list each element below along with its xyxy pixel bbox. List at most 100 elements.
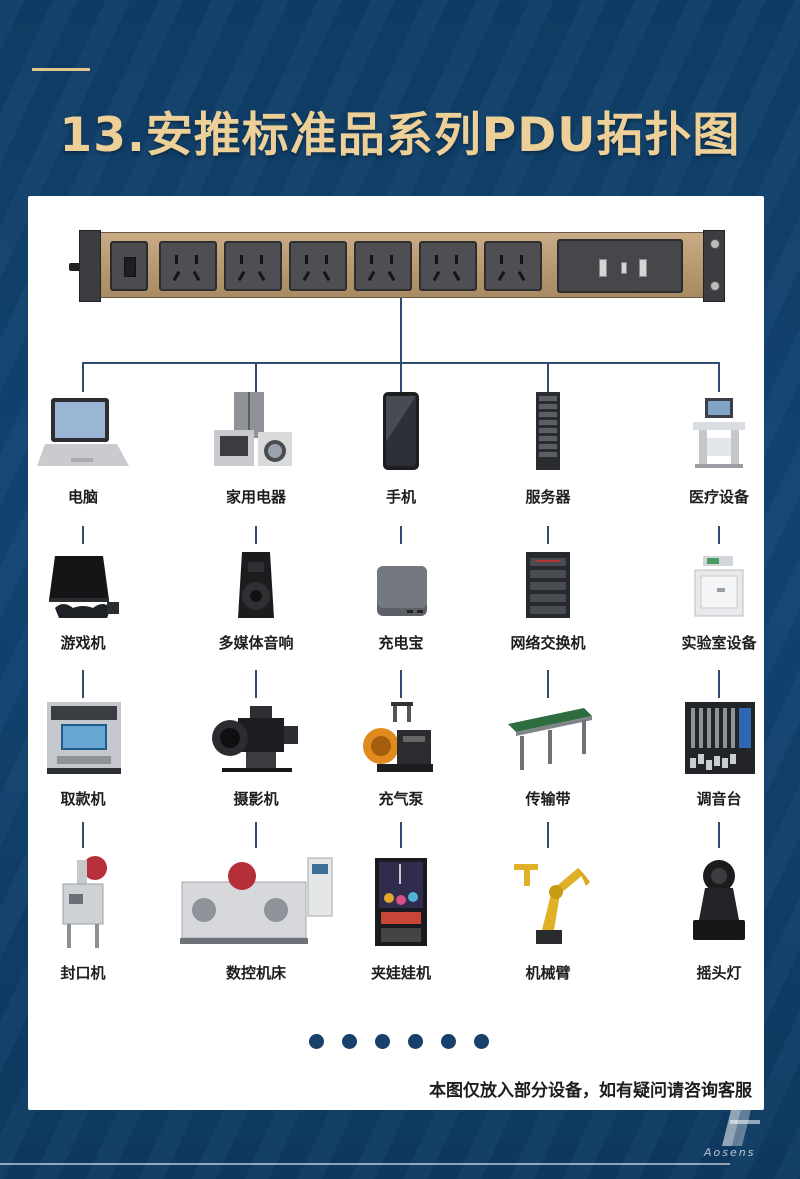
usb-port-icon: [639, 259, 647, 277]
page-title: 13.安推标准品系列PDU拓扑图: [59, 108, 741, 163]
branch-line: [255, 362, 257, 392]
branch-line: [400, 362, 402, 392]
pdu-end-cap-right: [703, 230, 725, 302]
device-mixing-console: 调音台: [654, 702, 784, 809]
dot-icon: [408, 1034, 423, 1049]
device-conveyor-belt: 传输带: [483, 702, 613, 809]
laptop-icon: [33, 392, 133, 474]
screw-icon: [710, 239, 720, 249]
mixing-console-icon: [669, 702, 769, 776]
medical-equipment-icon: [669, 392, 769, 474]
speaker-icon: [206, 552, 306, 620]
dot-icon: [375, 1034, 390, 1049]
row-connector: [255, 670, 257, 698]
network-switch-icon: [498, 552, 598, 620]
branch-line: [718, 362, 720, 392]
conveyor-belt-icon: [498, 702, 598, 776]
device-laptop: 电脑: [18, 392, 148, 507]
row-connector: [255, 822, 257, 848]
power-bank-icon: [351, 552, 451, 620]
device-claw-machine: 夹娃娃机: [336, 854, 466, 983]
device-label: 电脑: [67, 488, 98, 506]
dot-icon: [441, 1034, 456, 1049]
device-label: 调音台: [696, 790, 742, 808]
video-camera-icon: [206, 702, 306, 776]
branch-line: [547, 362, 549, 392]
outlet-icon: [484, 241, 542, 291]
screw-icon: [710, 281, 720, 291]
title-accent-line: [32, 68, 90, 71]
device-label: 实验室设备: [681, 634, 757, 652]
row-connector: [82, 822, 84, 848]
home-appliance-icon: [206, 392, 306, 474]
robot-arm-icon: [498, 854, 598, 950]
outlet-icon: [289, 241, 347, 291]
row-connector: [718, 822, 720, 848]
device-power-bank: 充电宝: [336, 552, 466, 653]
moving-head-light-icon: [669, 854, 769, 950]
device-moving-head-light: 摇头灯: [654, 854, 784, 983]
device-label: 游戏机: [60, 634, 106, 652]
device-server: 服务器: [483, 392, 613, 507]
power-cord-icon: [69, 263, 81, 271]
row-connector: [547, 526, 549, 544]
outlet-icon: [419, 241, 477, 291]
device-network-switch: 网络交换机: [483, 552, 613, 653]
bottom-divider: [0, 1163, 730, 1165]
device-label: 医疗设备: [688, 488, 749, 506]
device-robot-arm: 机械臂: [483, 854, 613, 983]
device-label: 传输带: [525, 790, 571, 808]
device-home-appliance: 家用电器: [191, 392, 321, 507]
device-mobile-phone: 手机: [336, 392, 466, 507]
branch-line: [82, 362, 84, 392]
device-game-console: 游戏机: [18, 552, 148, 653]
power-switch-icon: [110, 241, 148, 291]
device-label: 充电宝: [378, 634, 424, 652]
brand-logo-icon: [722, 1098, 760, 1146]
row-connector: [400, 822, 402, 848]
footer-note: 本图仅放入部分设备，如有疑问请咨询客服: [429, 1081, 752, 1101]
outlet-icon: [159, 241, 217, 291]
dot-icon: [474, 1034, 489, 1049]
usb-module-icon: [557, 239, 683, 293]
pdu-power-strip: [69, 230, 725, 302]
row-connector: [547, 822, 549, 848]
topology-panel: 电脑 家用电器 手机: [28, 196, 764, 1110]
device-atm: 取款机: [18, 702, 148, 809]
outlet-icon: [224, 241, 282, 291]
device-sealing-machine: 封口机: [18, 854, 148, 983]
row-connector: [718, 526, 720, 544]
device-label: 手机: [385, 488, 416, 506]
device-lab-equipment: 实验室设备: [654, 552, 784, 653]
row-connector: [718, 670, 720, 698]
row-connector: [255, 526, 257, 544]
row-connector: [400, 670, 402, 698]
pdu-end-cap-left: [79, 230, 101, 302]
row-connector: [547, 670, 549, 698]
device-label: 夹娃娃机: [370, 964, 431, 982]
device-video-camera: 摄影机: [191, 702, 321, 809]
atm-icon: [33, 702, 133, 776]
device-label: 摄影机: [233, 790, 279, 808]
device-cnc-machine: 数控机床: [176, 854, 336, 983]
device-label: 摇头灯: [696, 964, 742, 982]
server-rack-icon: [498, 392, 598, 474]
device-label: 服务器: [525, 488, 571, 506]
dot-icon: [342, 1034, 357, 1049]
device-label: 充气泵: [378, 790, 424, 808]
usb-c-port-icon: [621, 262, 627, 274]
claw-machine-icon: [351, 854, 451, 950]
row-connector: [82, 526, 84, 544]
trunk-line: [400, 298, 402, 364]
sealing-machine-icon: [33, 854, 133, 950]
device-label: 家用电器: [225, 488, 286, 506]
device-label: 网络交换机: [510, 634, 586, 652]
row-connector: [82, 670, 84, 698]
outlet-icon: [354, 241, 412, 291]
game-console-icon: [33, 552, 133, 620]
mobile-phone-icon: [351, 392, 451, 474]
brand-name: Aosens: [704, 1146, 756, 1159]
device-medical-equipment: 医疗设备: [654, 392, 784, 507]
device-label: 多媒体音响: [218, 634, 294, 652]
cnc-machine-icon: [176, 854, 336, 950]
